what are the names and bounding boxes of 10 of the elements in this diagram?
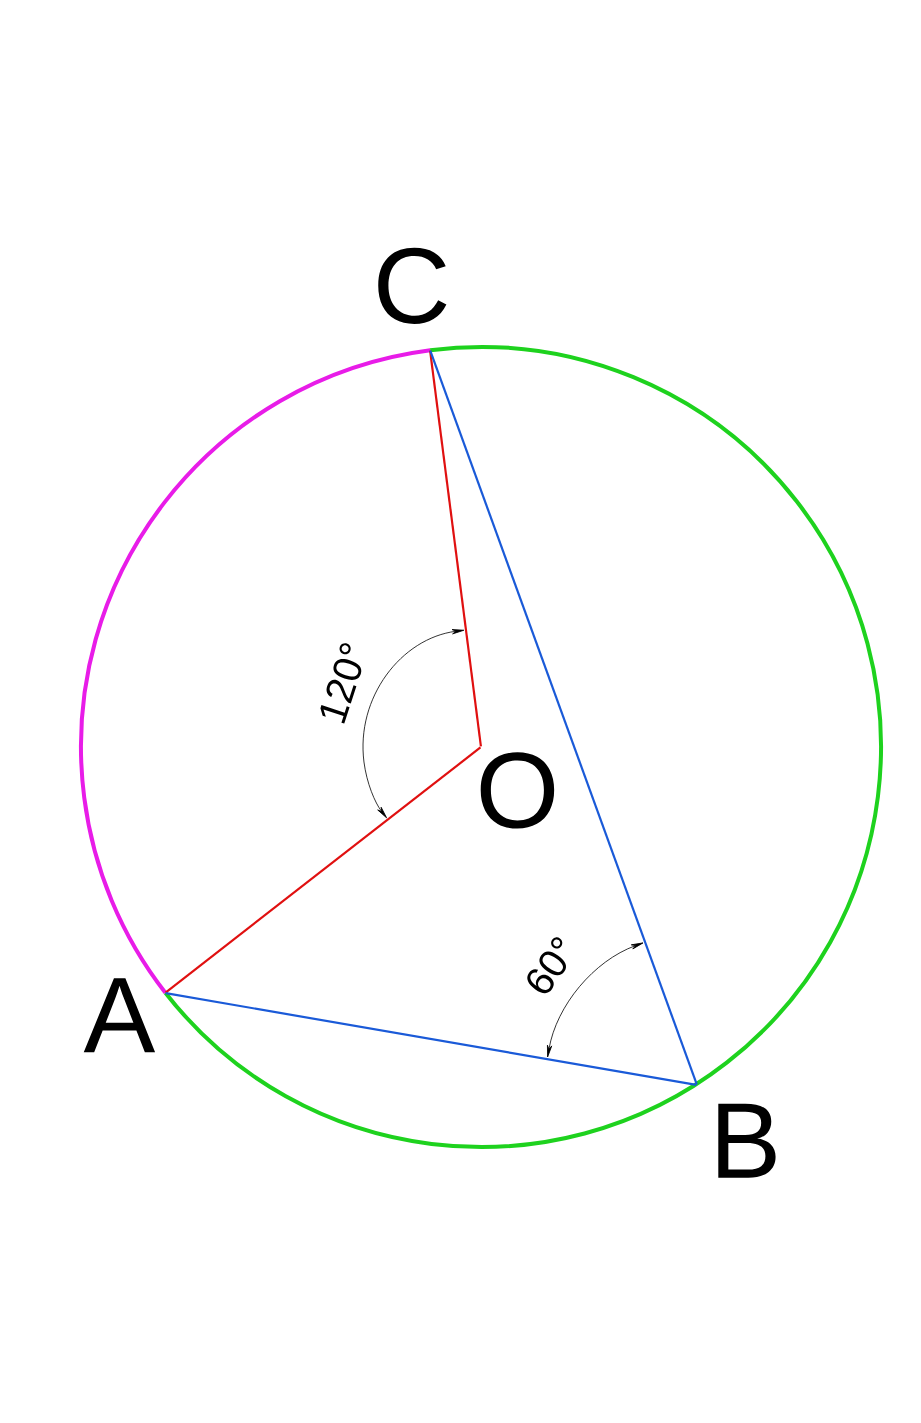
- point-label: O: [480, 752, 555, 829]
- angle-label: 120°: [320, 643, 362, 724]
- point-label: A: [83, 978, 156, 1053]
- line-segment: [429, 350, 482, 747]
- point-label: C: [378, 247, 447, 324]
- line-segment: [429, 350, 698, 1085]
- line-segment: [165, 992, 697, 1086]
- point-label: B: [718, 1103, 776, 1178]
- line-segment: [164, 746, 482, 994]
- angle-label: 60°: [527, 937, 567, 994]
